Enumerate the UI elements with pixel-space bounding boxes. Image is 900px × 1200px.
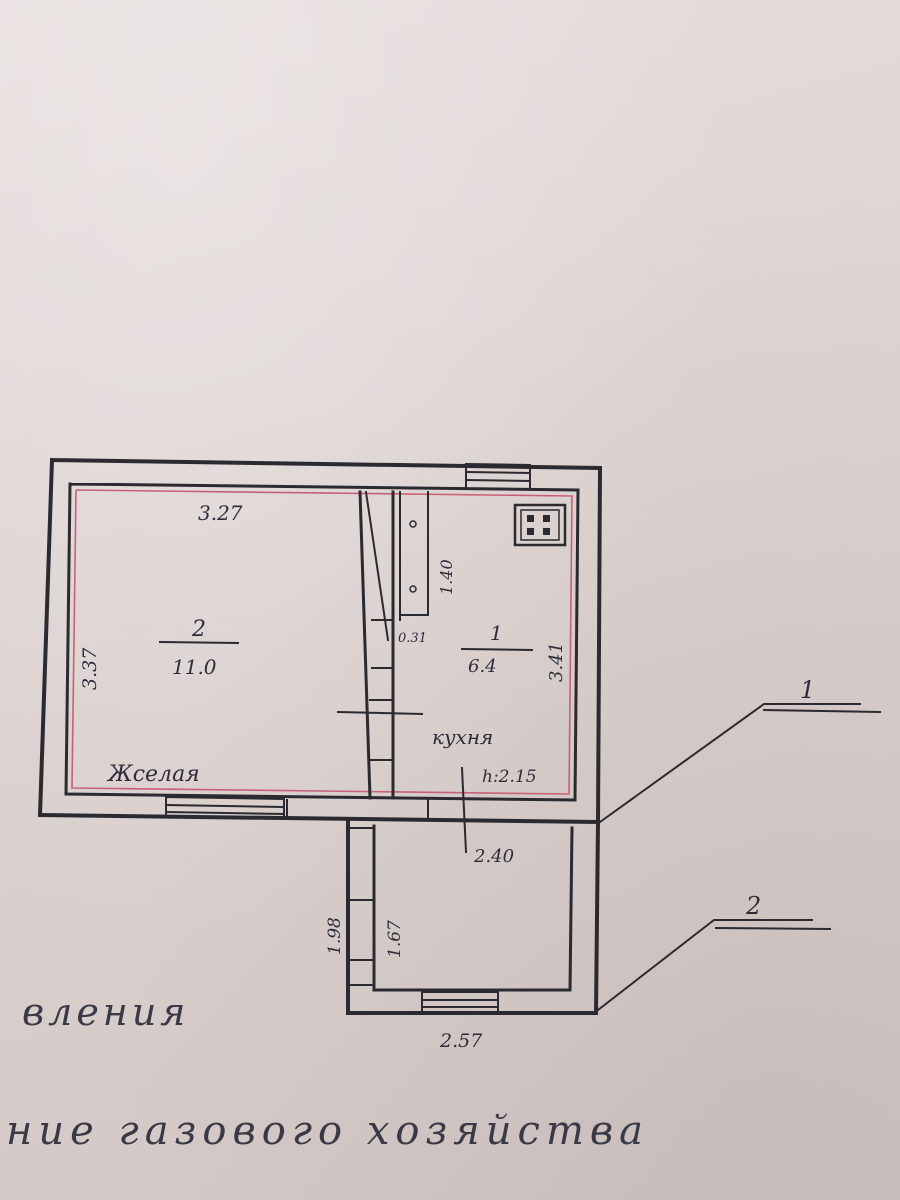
main-room-width-label: 3.27: [198, 501, 243, 525]
door-marker: [460, 766, 468, 854]
main-room-fraction-bar: [158, 640, 240, 645]
stove-icon: [513, 503, 567, 547]
window-bottom: [164, 795, 286, 819]
caption-line-1: вления: [22, 990, 190, 1034]
annex-inner-height-label: 1.67: [385, 920, 405, 958]
kitchen-room-name: кухня: [432, 725, 493, 749]
kitchen-closet-width-label: 0.31: [398, 631, 427, 646]
kitchen-room-area: 6.4: [468, 656, 497, 677]
inner-wall: [64, 482, 580, 802]
closet-hook-icon: [409, 585, 417, 593]
callout-1-label: 1: [800, 676, 815, 704]
callout-2-label: 2: [745, 892, 761, 920]
kitchen-side-label: 3.41: [546, 642, 567, 682]
main-room-name: Жселая: [106, 762, 200, 787]
kitchen-closet: [399, 491, 429, 621]
main-room-height-label: 3.37: [79, 647, 101, 690]
closet-hook-icon: [409, 520, 417, 528]
window-top: [464, 462, 532, 490]
main-room-area: 11.0: [172, 655, 217, 679]
partition-wall: [286, 490, 429, 821]
main-room-number: 2: [191, 617, 206, 642]
annex-outer-height-label: 1.98: [325, 917, 345, 955]
inner-outline-red: [71, 489, 573, 795]
kitchen-height-label: h:2.15: [482, 767, 537, 787]
callout-leader-1: [598, 703, 882, 824]
annex-window: [421, 989, 499, 1014]
annex-walls: [346, 818, 601, 1015]
annex-bottom-label: 2.57: [439, 1030, 483, 1052]
kitchen-fraction-bar: [460, 647, 534, 652]
kitchen-room-number: 1: [490, 621, 503, 645]
caption-line-2: ние газового хозяйства: [6, 1108, 649, 1154]
callout-leader-2: [596, 919, 832, 1012]
kitchen-closet-label: 1.40: [437, 559, 456, 595]
annex-width-label: 2.40: [473, 846, 514, 867]
